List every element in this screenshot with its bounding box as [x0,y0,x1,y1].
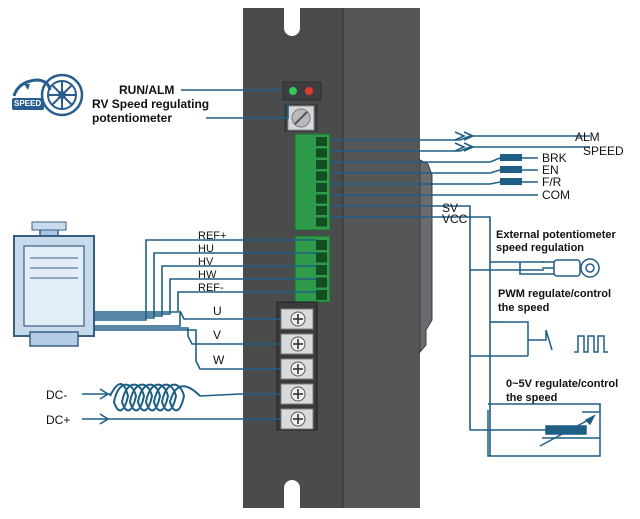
potentiometer-knob[interactable] [287,105,315,131]
speed-wire [330,146,590,152]
speed-arrow [454,142,475,152]
rv-pot-label-line1: RV Speed regulating [92,97,210,111]
signal-pin [316,171,327,181]
alm-output-label: ALM [575,130,600,144]
en-input-label: EN [542,163,559,177]
dc-plus-arrow [99,413,110,425]
run-alm-label: RUN/ALM [119,83,175,97]
voltage-label-line2: the speed [506,392,558,404]
phase-wire [94,310,281,327]
pot-branch-gnd [519,262,542,275]
sv-label: SV [442,201,459,215]
signal-pin [316,183,327,192]
com-input-label: COM [542,188,570,202]
led-window [282,81,322,101]
hw-label: HW [198,269,217,281]
phase-wire [94,329,281,370]
dc-inductor-coil [109,383,201,412]
alm-wire [330,135,590,141]
hall-pin [316,252,327,263]
motor-speed-icon [12,73,84,117]
phase-v-label: V [213,328,222,342]
pot-leader [206,100,289,119]
hv-label: HV [198,256,214,268]
hall-pin [316,265,327,275]
dc-plus-label: DC+ [46,413,71,427]
hall-pin [316,277,327,288]
fr-input-label: F/R [542,175,562,189]
brk-input-label: BRK [542,151,567,165]
run-led [289,87,297,95]
phase-wire [94,327,281,345]
hall-wire [94,278,316,315]
hu-label: HU [198,243,214,255]
pwm-waveform-icon [500,321,608,356]
hall-wire [94,239,316,321]
signal-pin [316,217,327,227]
phase-w-label: W [213,353,225,367]
ref-plus-label: REF+ [198,230,227,242]
signal-pin [316,206,327,215]
external-pot-label-line1: External potentiometer [496,229,616,241]
external-pot-label-line2: speed regulation [496,242,585,254]
speed-output-label: SPEED [583,144,624,158]
alm-led [305,87,313,95]
vcc-label: VCC [442,212,468,226]
signal-pin [316,137,327,146]
driver-right-panel [343,8,420,508]
ref-minus-label: REF- [198,282,224,294]
signal-pin [316,194,327,204]
signal-pin [316,160,327,169]
phase-u-label: U [213,304,222,318]
dc-minus-label: DC- [46,388,68,402]
driver-unit [243,8,433,508]
signal-pin [316,148,327,158]
pwm-label-line1: PWM regulate/control [498,288,612,300]
hall-wire [94,291,316,313]
voltage-label-line1: 0~5V regulate/control [506,378,619,390]
bldc-motor [13,221,95,347]
switch-contact [500,178,522,185]
hall-wire [94,252,316,319]
pwm-label-line2: the speed [498,302,550,314]
dc-minus-out [199,393,281,397]
vcc-wire [330,216,491,456]
alm-arrow [454,131,475,141]
switch-contact [500,166,522,173]
voltage-branch-top [488,403,601,412]
rv-pot-label-line2: potentiometer [92,111,173,125]
switch-contact [500,154,522,161]
hall-wire [94,265,316,317]
hall-pin [316,240,327,250]
external-potentiometer-icon [542,258,600,278]
variable-voltage-icon [487,410,601,457]
hall-pin [316,290,327,300]
dc-minus-arrow [99,388,110,400]
side-bracket [419,159,433,354]
signal-terminal-block [294,133,331,231]
speed-logo-text: SPEED [14,99,42,108]
